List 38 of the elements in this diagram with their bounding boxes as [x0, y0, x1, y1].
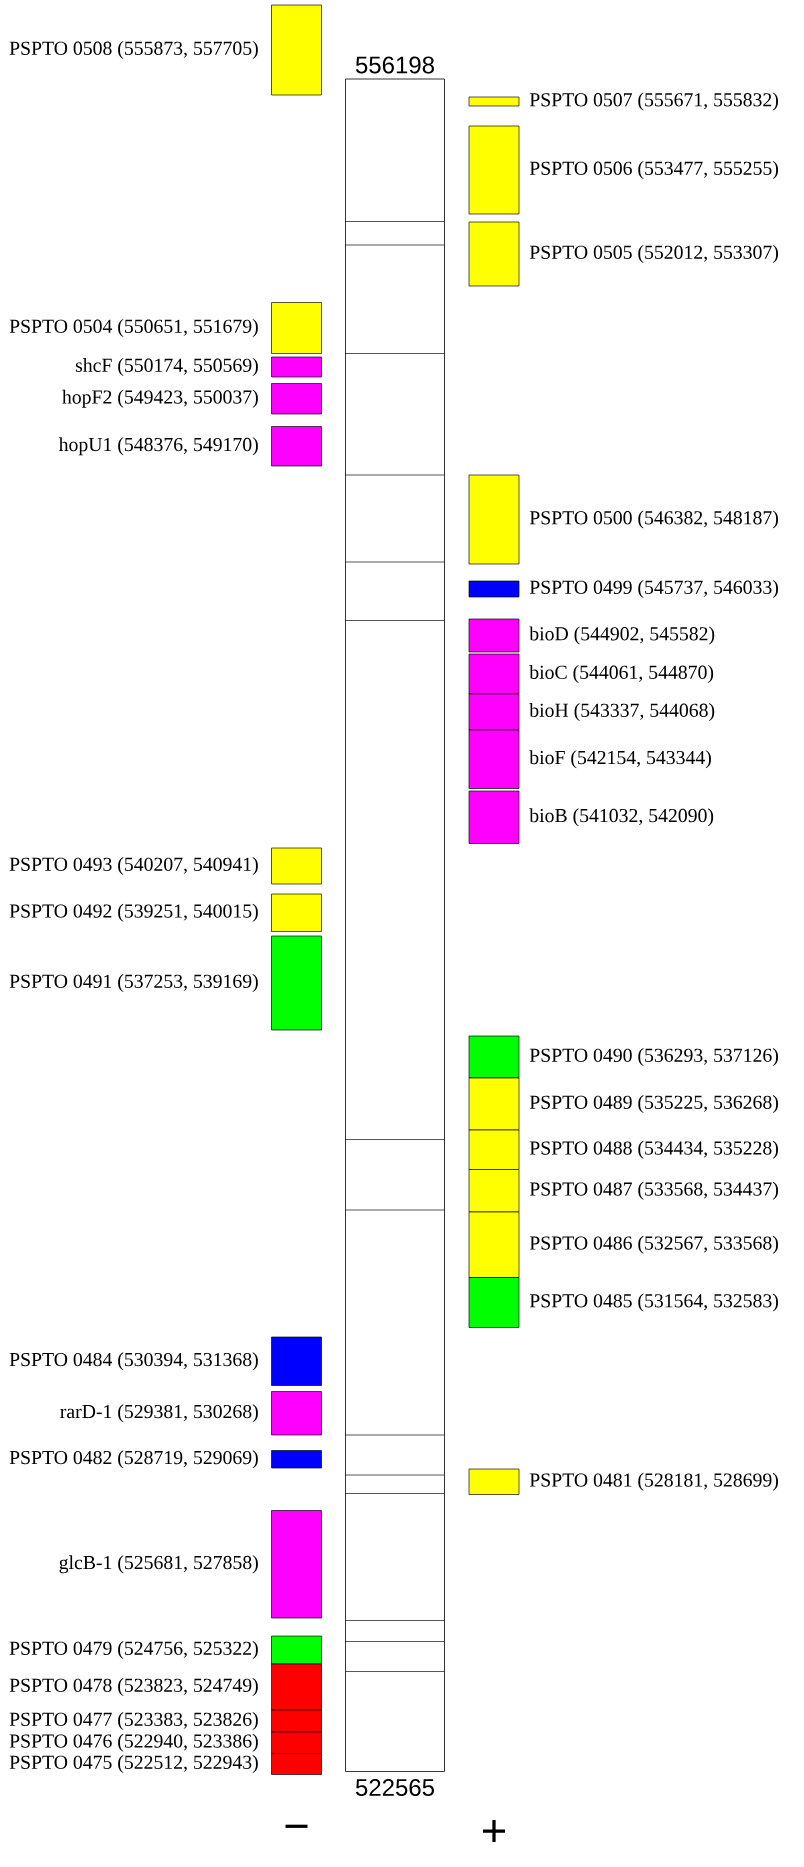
strand-sign: + — [483, 1819, 505, 1843]
gene-label: PSPTO 0489 (535225, 536268) — [529, 1095, 778, 1113]
number-label: 556198 — [355, 56, 434, 74]
gene-label: PSPTO 0484 (530394, 531368) — [9, 1352, 258, 1371]
gene-label: bioF (542154, 543344) — [529, 750, 711, 769]
gene-label: PSPTO 0478 (523823, 524749) — [9, 1678, 258, 1696]
gene-label: shcF (550174, 550569) — [75, 358, 258, 376]
gene-label: PSPTO 0492 (539251, 540015) — [9, 903, 258, 922]
gene-label: PSPTO 0504 (550651, 551679) — [9, 319, 258, 337]
gene-label: rarD-1 (529381, 530268) — [60, 1404, 258, 1423]
gene-label: PSPTO 0505 (552012, 553307) — [529, 245, 778, 263]
gene-label: hopU1 (548376, 549170) — [58, 437, 258, 456]
gene-label: PSPTO 0499 (545737, 546033) — [529, 580, 778, 598]
gene-label: bioD (544902, 545582) — [529, 626, 715, 645]
gene-label: PSPTO 0507 (555671, 555832) — [529, 92, 778, 111]
gene-label: PSPTO 0508 (555873, 557705) — [9, 41, 258, 59]
gene-label: PSPTO 0493 (540207, 540941) — [9, 857, 258, 875]
gene-label: PSPTO 0491 (537253, 539169) — [9, 974, 258, 992]
gene-label: PSPTO 0481 (528181, 528699) — [529, 1472, 778, 1491]
gene-label: PSPTO 0476 (522940, 523386) — [9, 1733, 258, 1752]
gene-label: PSPTO 0488 (534434, 535228) — [529, 1140, 778, 1159]
gene-label: PSPTO 0490 (536293, 537126) — [529, 1048, 778, 1066]
gene-label: bioC (544061, 544870) — [529, 665, 714, 683]
strand-sign: − — [285, 1824, 308, 1828]
gene-label: PSPTO 0475 (522512, 522943) — [9, 1755, 258, 1773]
gene-label: PSPTO 0487 (533568, 534437) — [529, 1181, 778, 1200]
gene-label: bioH (543337, 544068) — [529, 703, 715, 721]
number-label: 522565 — [355, 1779, 434, 1796]
gene-label: glcB-1 (525681, 527858) — [59, 1555, 258, 1574]
gene-label: PSPTO 0506 (553477, 555255) — [529, 161, 778, 179]
gene-label: PSPTO 0486 (532567, 533568) — [529, 1235, 778, 1254]
gene-label: PSPTO 0479 (524756, 525322) — [9, 1641, 258, 1659]
gene-label: PSPTO 0477 (523383, 523826) — [9, 1712, 258, 1730]
gene-label: PSPTO 0500 (546382, 548187) — [529, 510, 778, 529]
gene-label: hopF2 (549423, 550037) — [62, 389, 258, 408]
gene-label: PSPTO 0482 (528719, 529069) — [9, 1450, 258, 1469]
gene-label: PSPTO 0485 (531564, 532583) — [529, 1293, 778, 1312]
gene-label: bioB (541032, 542090) — [529, 808, 714, 827]
